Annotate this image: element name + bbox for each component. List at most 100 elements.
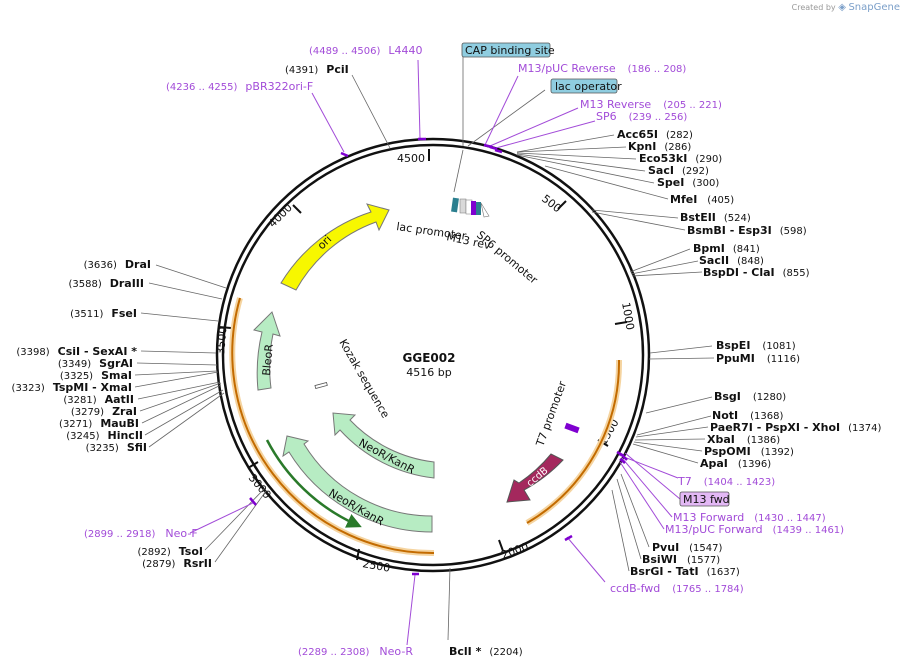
- primer-m13-puc-reverse[interactable]: M13/pUC Reverse(186 .. 208): [518, 62, 686, 75]
- site-pos: (3398): [16, 347, 49, 358]
- site-bspdi[interactable]: BspDI - ClaI(855): [703, 266, 810, 279]
- site-sgrai[interactable]: (3349)SgrAI: [58, 357, 133, 370]
- lac-operator-box[interactable]: lac operator: [550, 78, 622, 94]
- site-eco53ki[interactable]: Eco53kI(290): [639, 152, 722, 165]
- primer-sp6[interactable]: SP6 (239 .. 256): [596, 110, 687, 123]
- primer-name: M13/pUC Forward: [665, 523, 763, 536]
- m13-fwd-box[interactable]: M13 fwd: [679, 491, 730, 507]
- site-bsteii[interactable]: BstEII(524): [680, 211, 751, 224]
- site-bpmi[interactable]: BpmI(841): [693, 242, 760, 255]
- credit-brand: SnapGene: [848, 2, 900, 13]
- site-smai[interactable]: (3325)SmaI: [60, 369, 132, 382]
- site-pos: (841): [733, 244, 760, 255]
- site-pvui[interactable]: PvuI(1547): [652, 541, 723, 554]
- site-saci[interactable]: SacI(292): [648, 164, 709, 177]
- site-maubi[interactable]: (3271)MauBI: [59, 417, 139, 430]
- neor-inner-feature[interactable]: NeoR/KanR: [332, 412, 435, 479]
- primer-neo-r[interactable]: (2289 .. 2308)Neo-R: [298, 645, 413, 658]
- neor-green-line: [265, 439, 362, 528]
- site-bsiwi[interactable]: BsiWI(1577): [642, 553, 720, 566]
- site-acc65i[interactable]: Acc65I(282): [617, 128, 693, 141]
- primer-name: T7: [677, 475, 692, 488]
- orange-arcs: [229, 297, 623, 557]
- primer-range: (2289 .. 2308): [298, 647, 370, 658]
- primer-m13-reverse[interactable]: M13 Reverse(205 .. 221): [580, 98, 722, 111]
- site-pos: (3235): [86, 443, 119, 454]
- site-spei[interactable]: SpeI(300): [657, 176, 719, 189]
- site-xbai[interactable]: XbaI(1386): [707, 433, 780, 446]
- site-tspmi[interactable]: (3323)TspMI - XmaI: [12, 381, 132, 394]
- primer-l4440[interactable]: (4489 .. 4506)L4440: [309, 44, 423, 57]
- site-name: AatII: [105, 393, 134, 406]
- site-pos: (1374): [848, 423, 881, 434]
- site-pos: (3325): [60, 371, 93, 382]
- site-pos: (1386): [747, 435, 780, 446]
- primer-neo-f[interactable]: (2899 .. 2918)Neo-F: [84, 527, 198, 540]
- site-rsrii[interactable]: (2879)RsrII: [142, 557, 212, 570]
- primer-range: (1439 .. 1461): [773, 525, 845, 536]
- site-name: Eco53kI: [639, 152, 687, 165]
- bleor-feature[interactable]: BleoR: [253, 311, 281, 391]
- primer-connectors: [189, 59, 681, 646]
- ori-feature[interactable]: ori: [280, 203, 390, 291]
- t7-promoter-label: T7 promoter: [533, 379, 569, 449]
- site-name: MauBI: [100, 417, 139, 430]
- site-bspei[interactable]: BspEI(1081): [716, 339, 796, 352]
- primer-name: SP6: [596, 110, 617, 123]
- primer-m13-forward[interactable]: M13 Forward(1430 .. 1447): [673, 511, 826, 524]
- neor-inner-arrow[interactable]: [332, 412, 435, 479]
- site-drai[interactable]: (3636)DraI: [84, 258, 151, 271]
- site-bsmbi[interactable]: BsmBI - Esp3I(598): [687, 224, 807, 237]
- site-name: Acc65I: [617, 128, 658, 141]
- site-paer7i[interactable]: PaeR7I - PspXI - XhoI(1374): [710, 421, 882, 434]
- primer-range: (4489 .. 4506): [309, 46, 381, 57]
- site-pos: (1637): [707, 567, 740, 578]
- site-pos: (1547): [689, 543, 722, 554]
- site-name: SfiI: [127, 441, 147, 454]
- site-name: ZraI: [112, 405, 137, 418]
- primer-ccdb-fwd[interactable]: ccdB-fwd(1765 .. 1784): [610, 582, 744, 595]
- site-fsei[interactable]: (3511)FseI: [70, 307, 137, 320]
- ccdb-arrow[interactable]: [506, 453, 564, 503]
- primer-range: (239 .. 256): [629, 112, 688, 123]
- site-csii[interactable]: (3398) CsiI - SexAI *: [16, 345, 137, 358]
- cap-binding-site-box[interactable]: CAP binding site: [461, 42, 555, 58]
- primer-pbr322ori-f[interactable]: (4236 .. 4255)pBR322ori-F: [166, 80, 313, 93]
- site-sfii[interactable]: (3235) SfiI: [86, 441, 147, 454]
- site-name: CsiI - SexAI *: [58, 345, 138, 358]
- ccdb-feature[interactable]: ccdB: [506, 453, 564, 503]
- primer-name: M13 Forward: [673, 511, 744, 524]
- ori-arrow[interactable]: [280, 203, 390, 291]
- site-draiii[interactable]: (3588)DraIII: [68, 277, 144, 290]
- credit-prefix: Created by: [791, 3, 836, 12]
- boxed-feature-labels: CAP binding site lac operator M13 fwd: [461, 42, 730, 507]
- site-hincii[interactable]: (3245)HincII: [66, 429, 143, 442]
- bleor-arrow[interactable]: [253, 311, 281, 391]
- sp6-promoter-label: SP6 promoter: [474, 228, 540, 287]
- site-name: MfeI: [670, 193, 697, 206]
- site-name: SacI: [648, 164, 674, 177]
- site-name: SpeI: [657, 176, 684, 189]
- site-zrai[interactable]: (3279)ZraI: [71, 405, 137, 418]
- site-name: SacII: [699, 254, 729, 267]
- site-pcii[interactable]: (4391)PciI: [285, 63, 349, 76]
- primer-t7[interactable]: T7 (1404 .. 1423): [677, 475, 775, 488]
- site-bcli[interactable]: BclI *(2204): [449, 645, 523, 658]
- site-aatii[interactable]: (3281)AatII: [63, 393, 134, 406]
- primer-range: (1404 .. 1423): [704, 477, 776, 488]
- site-tsoi[interactable]: (2892)TsoI: [137, 545, 203, 558]
- site-kpni[interactable]: KpnI(286): [628, 140, 691, 153]
- tick-500: 500: [539, 192, 564, 215]
- site-pos: (1392): [761, 447, 794, 458]
- site-sacii[interactable]: SacII(848): [699, 254, 764, 267]
- site-pspomi[interactable]: PspOMI(1392): [704, 445, 794, 458]
- neor-outer-arrow[interactable]: [282, 435, 433, 533]
- site-ppumi[interactable]: PpuMI(1116): [716, 352, 800, 365]
- site-bsrgi[interactable]: BsrGI - TatI(1637): [630, 565, 740, 578]
- site-mfei[interactable]: MfeI(405): [670, 193, 734, 206]
- site-noti[interactable]: NotI(1368): [712, 409, 783, 422]
- primer-m13-puc-forward[interactable]: M13/pUC Forward (1439 .. 1461): [665, 523, 844, 536]
- site-bsgi[interactable]: BsgI(1280): [714, 390, 786, 403]
- site-name: BsmBI - Esp3I: [687, 224, 772, 237]
- site-apai[interactable]: ApaI(1396): [700, 457, 771, 470]
